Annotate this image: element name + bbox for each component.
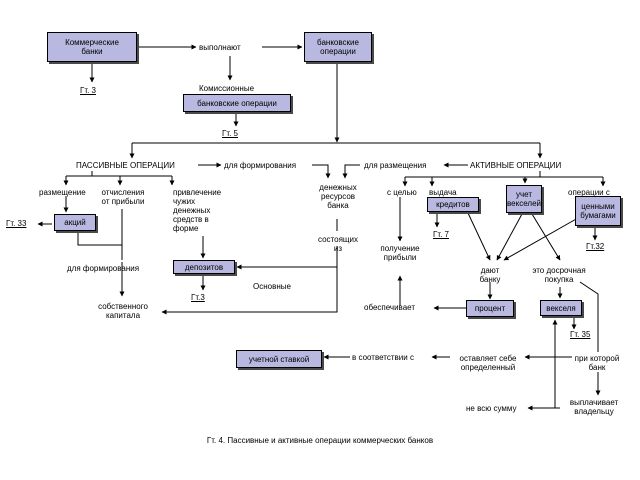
purpose-label: с целью: [387, 188, 417, 197]
line-shares-forming: [77, 233, 123, 260]
commercial-banks-text: Коммерческие банки: [65, 38, 119, 56]
ref-g5: Гт. 5: [222, 129, 239, 138]
ref-g3-bottom: Гт.3: [191, 293, 205, 302]
securities-text: ценными бумагами: [580, 202, 616, 220]
own-capital-label: собственного капитала: [98, 302, 148, 320]
profit-label: получение прибыли: [380, 244, 420, 262]
commission-operations-text: банковские операции: [197, 98, 277, 108]
securities-box: ценными бумагами: [575, 196, 621, 226]
perform-label: выполнают: [199, 43, 241, 52]
issue-label: выдача: [429, 188, 457, 197]
provides-label: обеспечивает: [364, 303, 415, 312]
bill-box: векселя: [540, 300, 582, 316]
for-placing-label: для размещения: [364, 161, 427, 170]
shares-text: акций: [64, 218, 86, 227]
discount-rate-text: учетной ставкой: [248, 354, 310, 364]
according-to-label: в соответствии с: [352, 353, 414, 362]
ref-g7: Гт. 7: [433, 230, 450, 239]
ops-with-label: операции с: [568, 188, 610, 197]
discount-rate-box: учетной ставкой: [236, 350, 322, 368]
deposits-box: депозитов: [173, 260, 235, 274]
credits-text: кредитов: [436, 200, 470, 209]
bank-operations-box: банковские операции: [304, 32, 372, 62]
bill-text: векселя: [546, 303, 576, 313]
not-full-sum-label: не всю сумму: [466, 404, 517, 413]
consisting-of-label: состоящих из: [318, 235, 358, 253]
deposits-text: депозитов: [184, 262, 224, 272]
commission-operations-box: банковские операции: [183, 94, 291, 112]
money-resources-label: денежных ресурсов банка: [319, 183, 357, 210]
line-early-at-which: [579, 281, 599, 352]
main-label: Основные: [253, 282, 291, 291]
arrow-bills-early: [531, 213, 561, 261]
bill-discount-box: учет векселей: [506, 185, 542, 213]
arrow-credits-give: [467, 212, 491, 261]
figure-caption: Гт. 4. Пассивные и активные операции ком…: [206, 436, 434, 445]
commercial-banks-box: Коммерческие банки: [47, 32, 137, 62]
arrow-forming-resources: [312, 164, 331, 179]
pays-owner-label: выплачивает владельцу: [569, 398, 619, 416]
bill-discount-text: учет векселей: [507, 190, 541, 208]
early-purchase-label: это досрочная покупка: [532, 266, 586, 284]
shares-box: акций: [54, 214, 96, 231]
bank-operations-text: банковские операции: [317, 38, 359, 56]
active-operations-label: АКТИВНЫЕ ОПЕРАЦИИ: [470, 161, 562, 170]
at-which-bank-label: при которой банк: [574, 354, 620, 372]
ref-g35: Гт. 35: [570, 330, 591, 339]
give-bank-label: дают банку: [479, 266, 501, 284]
arrow-bills-give: [496, 213, 523, 261]
arrow-main-capital: [161, 267, 338, 315]
credits-box: кредитов: [427, 197, 479, 212]
passive-operations-label: ПАССИВНЫЕ ОПЕРАЦИИ: [76, 161, 175, 170]
ref-g32: Гт.32: [586, 242, 605, 251]
arrow-securities-give: [503, 213, 586, 261]
ref-g3-top: Гт. 3: [80, 86, 97, 95]
arrow-placing-resources: [342, 164, 360, 179]
commission-label: Комиссионные: [199, 84, 255, 93]
placement-label: размещение: [39, 188, 86, 197]
leaves-bank-label: оставляет себе определенный: [459, 354, 517, 372]
interest-text: процент: [474, 304, 506, 313]
interest-box: процент: [466, 300, 514, 317]
for-forming-label: для формирования: [224, 161, 297, 170]
for-forming-2-label: для формирования: [67, 264, 140, 273]
attracting-funds-label: привлечение чужих денежных средств в фор…: [173, 188, 222, 233]
ref-g33: Гт. 33: [6, 219, 27, 228]
profit-deductions-label: отчисления от прибыли: [101, 188, 145, 206]
